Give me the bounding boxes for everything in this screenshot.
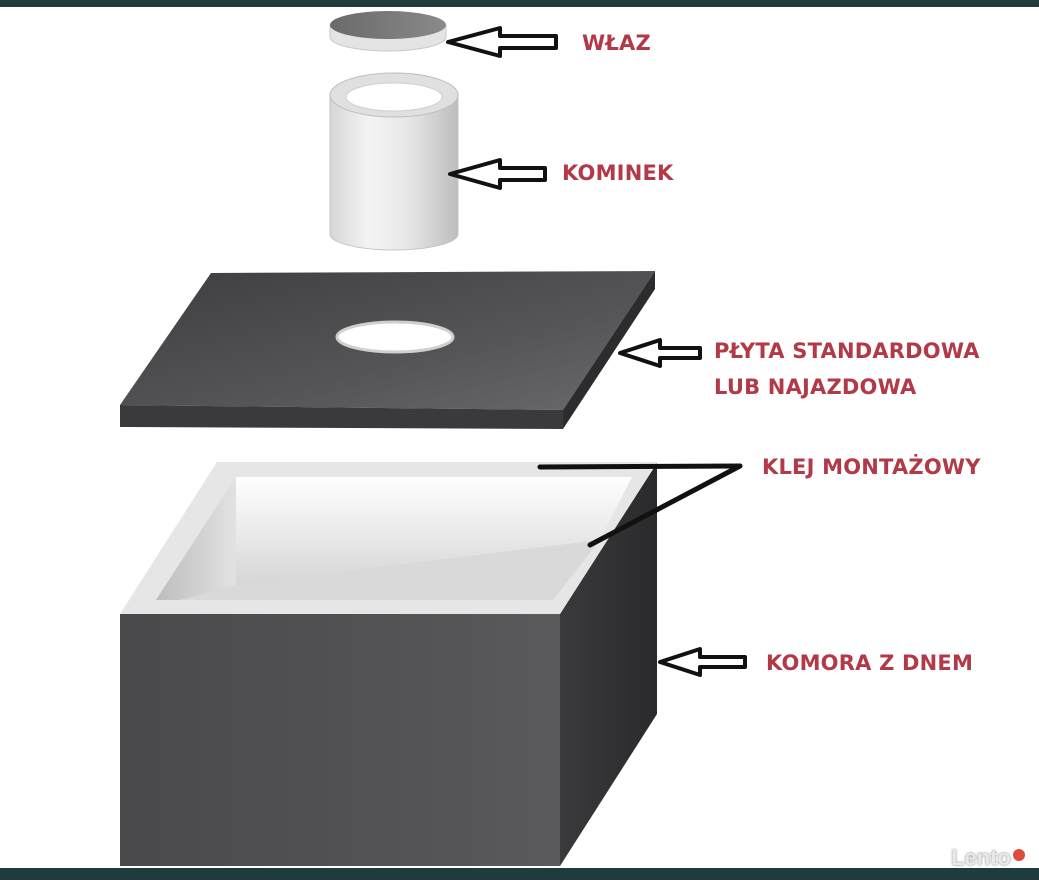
bottom-frame-bar — [0, 868, 1039, 880]
arrow-wlaz-icon — [446, 26, 558, 58]
arrow-plyta-icon — [618, 338, 702, 368]
manhole-cover-shape — [329, 11, 447, 52]
label-klej: KLEJ MONTAŻOWY — [762, 455, 981, 479]
lento-watermark: Lento — [951, 845, 1025, 871]
arrow-komora-icon — [658, 647, 747, 677]
label-plyta-line1: PŁYTA STANDARDOWA — [714, 339, 980, 363]
chimney-tube-shape — [329, 72, 459, 251]
chamber-shape — [120, 462, 657, 866]
arrow-kominek-icon — [448, 158, 547, 190]
label-wlaz: WŁAZ — [582, 31, 651, 55]
slab-shape — [120, 271, 655, 429]
label-plyta-line2: LUB NAJAZDOWA — [714, 375, 917, 399]
top-frame-bar — [0, 0, 1039, 7]
adhesive-pointer-lines — [537, 463, 743, 548]
label-komora: KOMORA Z DNEM — [766, 651, 974, 675]
lento-logo-icon — [1013, 849, 1025, 861]
label-kominek: KOMINEK — [562, 161, 674, 185]
